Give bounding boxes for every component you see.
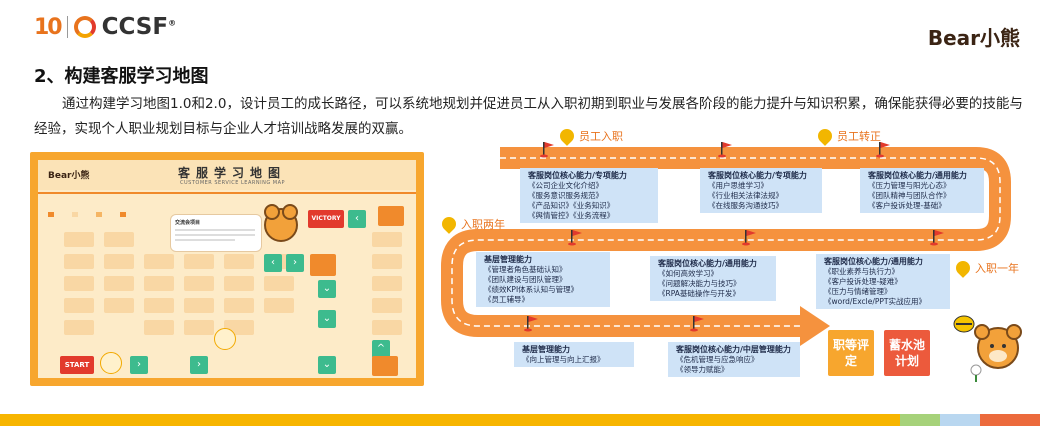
- map-tile: [378, 206, 404, 226]
- flag-icon: [690, 316, 704, 332]
- map-tile: [144, 320, 174, 335]
- map-tile: [144, 254, 174, 269]
- map-tile: [104, 254, 134, 269]
- milestone-regularization: 员工转正: [815, 126, 881, 146]
- milestone-one-year: 入职一年: [953, 258, 1019, 278]
- map-tile: [184, 298, 214, 313]
- flag-icon: [718, 142, 732, 158]
- map-title: 客服学习地图: [178, 166, 287, 180]
- map-tile: [372, 320, 402, 335]
- map-tile: [104, 232, 134, 247]
- chevron-left-icon: ‹: [264, 254, 282, 272]
- map-tile: [184, 320, 214, 335]
- chevron-down-icon: ⌄: [318, 310, 336, 328]
- map-tile: [144, 298, 174, 313]
- job-grade-evaluation-box: 职等评定: [828, 330, 874, 376]
- location-pin-icon: [953, 258, 973, 278]
- chevron-right-icon: ›: [286, 254, 304, 272]
- intro-paragraph: 通过构建学习地图1.0和2.0，设计员工的成长路径，可以系统地规划并促进员工从入…: [34, 96, 1023, 137]
- course-card: 客服岗位核心能力/通用能力 《职业素养与执行力》 《客户投诉处理-疑难》 《压力…: [816, 254, 950, 309]
- bear-token-icon: [100, 352, 122, 374]
- map-brand: Bear小熊: [48, 171, 90, 181]
- map-tile: [264, 276, 294, 291]
- course-card: 客服岗位核心能力/专项能力 《公司企业文化介绍》 《服务意识服务规范》 《产品知…: [520, 168, 658, 223]
- ccsf-wordmark: CCSF®: [101, 14, 177, 40]
- map-tile: [372, 356, 398, 376]
- bear-wordmark: Bear小熊: [927, 26, 1020, 50]
- course-card: 客服岗位核心能力/中层管理能力 《危机管理与应急响应》 《领导力赋能》: [668, 342, 800, 377]
- flag-icon: [742, 230, 756, 246]
- chevron-left-icon: ‹: [348, 210, 366, 228]
- bear-mascot-icon: [953, 315, 1022, 382]
- milestone-onboarding: 员工入职: [557, 126, 623, 146]
- map-tile: [224, 254, 254, 269]
- ccsf-logo: 10 CCSF®: [34, 14, 176, 40]
- course-card: 客服岗位核心能力/通用能力 《如何高效学习》 《问题解决能力与技巧》 《RPA基…: [650, 256, 776, 301]
- map-tile: [372, 298, 402, 313]
- map-tile: [184, 276, 214, 291]
- map-tile: [224, 276, 254, 291]
- course-card: 基层管理能力 《向上管理与向上汇报》: [514, 342, 634, 367]
- map-tile: [104, 298, 134, 313]
- anniversary-10-logo: 10: [34, 14, 63, 40]
- map-subtitle: CUSTOMER SERVICE LEARNING MAP: [180, 180, 286, 186]
- logo-divider: [66, 16, 68, 38]
- milestone-two-years: 入职两年: [439, 214, 505, 234]
- map-tile: [64, 320, 94, 335]
- bear-token-icon: [214, 328, 236, 350]
- flag-icon: [568, 230, 582, 246]
- map-tile: [224, 298, 254, 313]
- map-header: Bear小熊 客服学习地图 CUSTOMER SERVICE LEARNING …: [38, 160, 416, 190]
- map-tile: [264, 298, 294, 313]
- location-pin-icon: [815, 126, 835, 146]
- flag-icon: [524, 316, 538, 332]
- map-tile: [64, 298, 94, 313]
- section-title: 2、构建客服学习地图: [34, 66, 209, 87]
- footer-color-bar: [0, 414, 1040, 426]
- location-pin-icon: [557, 126, 577, 146]
- bear-mascot-icon: [264, 204, 298, 242]
- map-tile: [184, 254, 214, 269]
- map-tile: [64, 232, 94, 247]
- map-tile: [144, 276, 174, 291]
- chevron-down-icon: ⌄: [318, 280, 336, 298]
- map-tile: [64, 254, 94, 269]
- chevron-right-icon: ›: [130, 356, 148, 374]
- map-legend: [48, 212, 126, 217]
- map-header-divider: [38, 192, 416, 194]
- start-tile: START: [60, 356, 94, 374]
- map-tile: [64, 276, 94, 291]
- flag-icon: [876, 142, 890, 158]
- bear-brand-logo: Bear小熊: [928, 22, 1020, 51]
- location-pin-icon: [439, 214, 459, 234]
- victory-tile: VICTORY: [308, 210, 344, 228]
- chevron-up-icon: ^: [372, 340, 390, 358]
- course-card: 基层管理能力 《管理者角色基础认知》 《团队建设与团队管理》 《绩效KPI体系认…: [476, 252, 610, 307]
- map-tile: [372, 232, 402, 247]
- map-tile: [104, 276, 134, 291]
- course-card: 客服岗位核心能力/专项能力 《用户思维学习》 《行业相关法律法规》 《在线服务沟…: [700, 168, 822, 213]
- talent-pool-plan-box: 蓄水池计划: [884, 330, 930, 376]
- map-tile: [372, 254, 402, 269]
- learning-map-board: Bear小熊 客服学习地图 CUSTOMER SERVICE LEARNING …: [38, 160, 416, 378]
- map-tile: [310, 254, 336, 276]
- chevron-down-icon: ⌄: [318, 356, 336, 374]
- chevron-right-icon: ›: [190, 356, 208, 374]
- course-card: 客服岗位核心能力/通用能力 《压力管理与阳光心态》 《团队精神与团队合作》 《客…: [860, 168, 984, 213]
- map-tile: [372, 276, 402, 291]
- flag-icon: [540, 142, 554, 158]
- learning-map-image: Bear小熊 客服学习地图 CUSTOMER SERVICE LEARNING …: [30, 152, 424, 386]
- map-speech-bubble: 交流会项目: [170, 214, 262, 252]
- ccsf-swirl-icon: [73, 16, 96, 38]
- flag-icon: [930, 230, 944, 246]
